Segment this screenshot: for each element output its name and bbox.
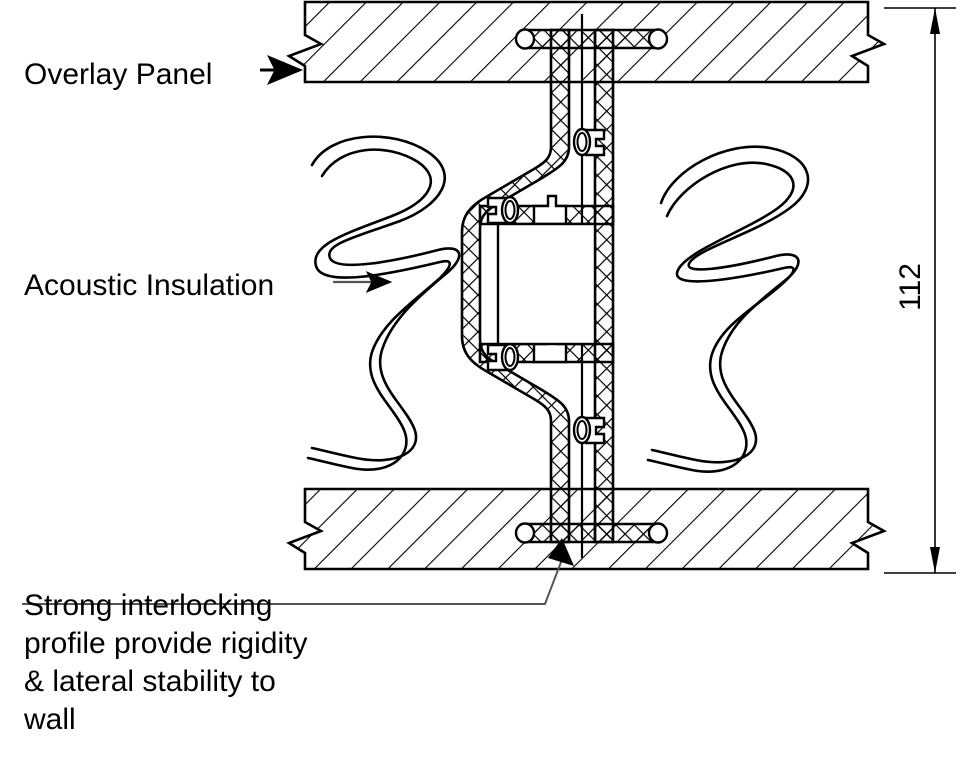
label-interlocking-profile-line-3: & lateral stability to — [24, 665, 276, 698]
leader-interlocking-profile — [22, 538, 574, 605]
profile-bottom-flange-left-end — [514, 522, 536, 544]
dimension-value: 112 — [894, 263, 927, 311]
label-interlocking-profile-line-2: profile provide rigidity — [24, 627, 307, 660]
profile-upper-tongue — [532, 194, 568, 226]
interlock-clip-lower-right — [572, 415, 606, 445]
profile-top-flange-left-end — [514, 28, 536, 50]
interlock-clip-upper-right — [572, 127, 606, 157]
label-interlocking-profile-line-4: wall — [23, 703, 76, 736]
dimension-112: 112 — [884, 7, 956, 574]
interlock-clip-mid-left-lower — [486, 342, 520, 372]
interlocking-profile — [460, 14, 669, 558]
insulation-left — [306, 135, 461, 471]
label-interlocking-profile-line-1: Strong interlocking — [24, 589, 272, 622]
insulation-right — [646, 145, 810, 473]
profile-inner-cavity — [496, 222, 597, 346]
profile-top-flange-right-end — [647, 28, 669, 50]
profile-top-flange — [521, 28, 662, 50]
dimension-arrow-bottom — [930, 547, 940, 573]
label-acoustic-insulation: Acoustic Insulation — [24, 269, 274, 302]
label-overlay-panel: Overlay Panel — [24, 58, 212, 91]
dimension-arrow-top — [930, 8, 940, 34]
profile-bottom-flange — [521, 522, 662, 544]
profile-bottom-flange-right-end — [647, 522, 669, 544]
profile-right-web — [593, 28, 615, 544]
